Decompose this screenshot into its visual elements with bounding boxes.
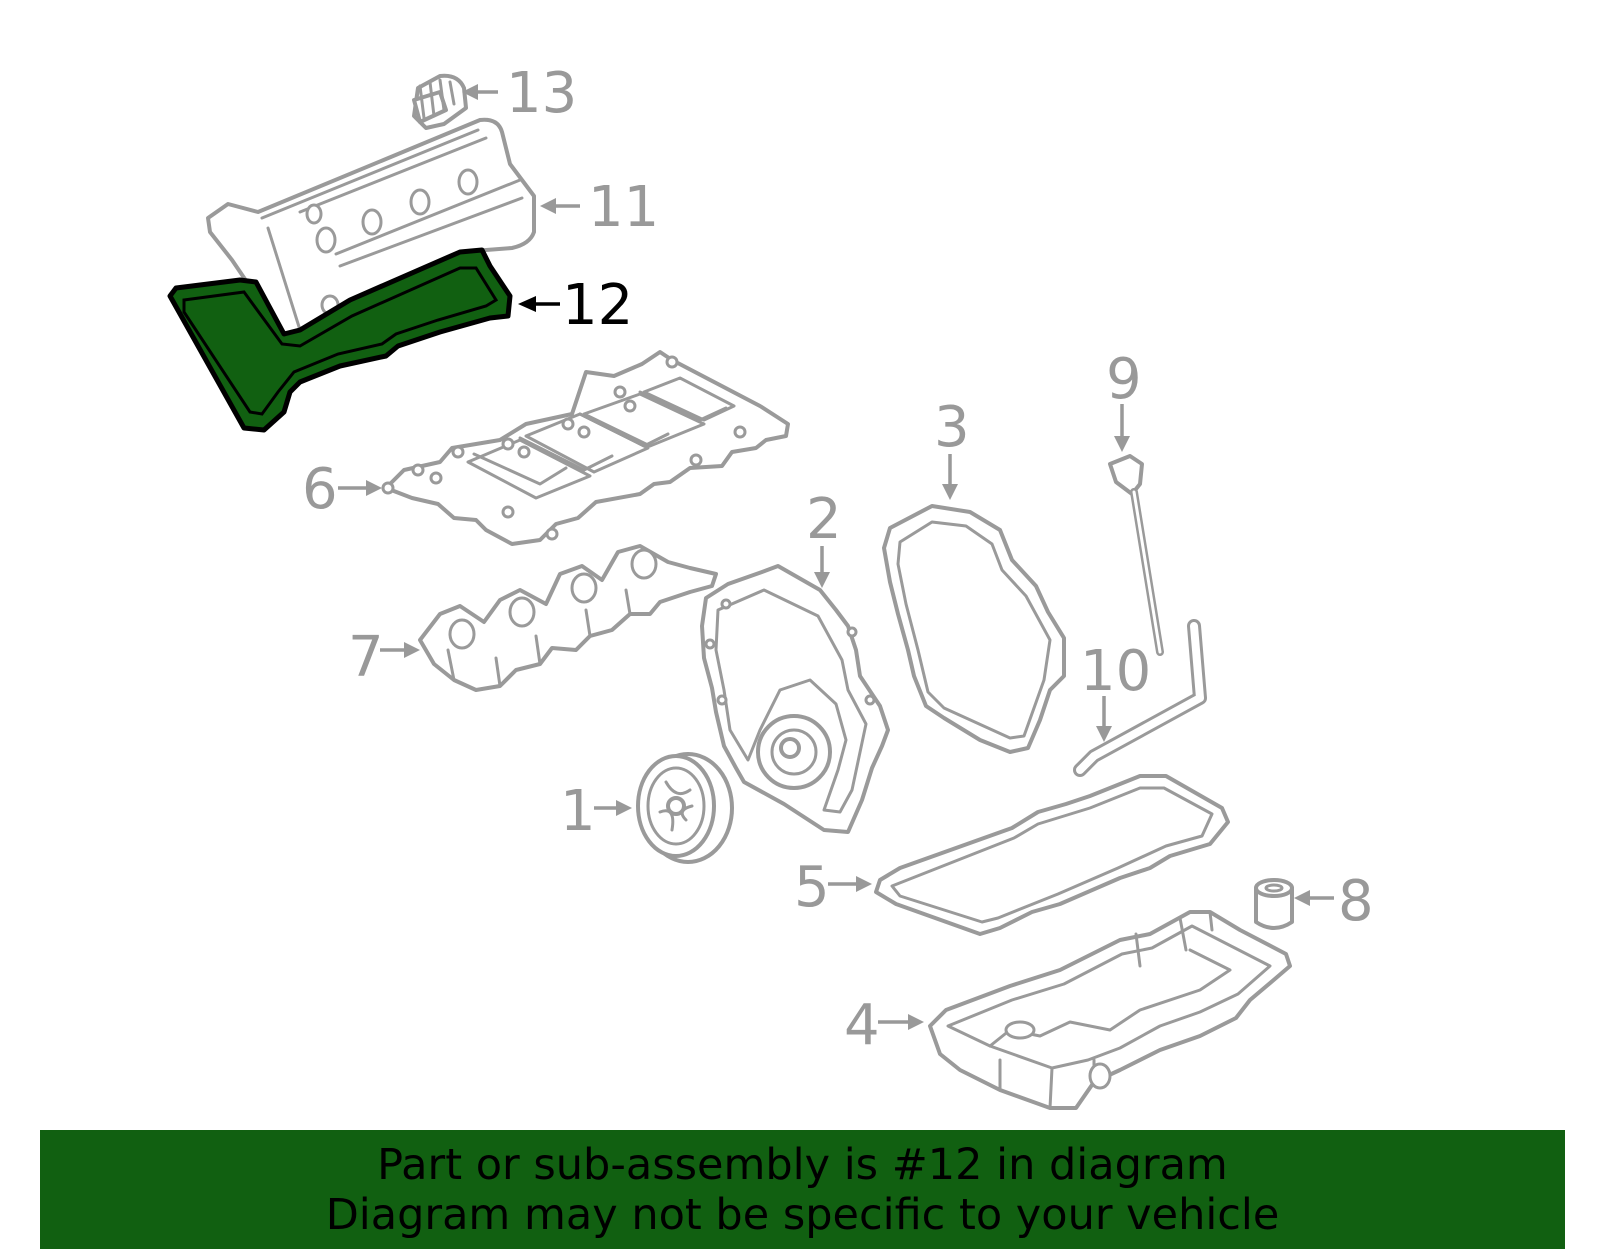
callout-5: 5 [794,855,872,920]
callout-11-label: 11 [588,175,659,240]
part-8-oil-filter[interactable] [1254,878,1294,930]
callout-9-label: 9 [1106,347,1142,412]
callout-7-label: 7 [348,625,384,690]
callout-3-label: 3 [934,395,970,460]
callout-2-label: 2 [806,487,842,552]
part-6-manifold-gasket[interactable] [381,350,790,546]
callout-11: 11 [540,175,659,240]
callout-2: 2 [806,487,842,588]
part-10-dipstick-tube[interactable] [1073,619,1207,777]
callout-12-label: 12 [562,273,633,338]
part-11-valve-cover[interactable] [206,117,536,336]
callout-3: 3 [934,395,970,500]
banner-line-1: Part or sub-assembly is #12 in diagram [377,1139,1228,1190]
callout-7: 7 [348,625,420,690]
callout-10-label: 10 [1080,639,1151,704]
part-1-crankshaft-pulley[interactable] [636,752,734,864]
part-5-oil-pan-gasket[interactable] [874,774,1230,936]
callout-9: 9 [1106,347,1142,452]
part-2-timing-cover[interactable] [700,564,890,834]
callout-8-label: 8 [1338,869,1374,934]
callout-12: 12 [518,273,633,338]
callout-13-label: 13 [506,61,577,126]
callout-1: 1 [560,779,632,844]
callout-4-label: 4 [844,993,880,1058]
part-4-oil-pan[interactable] [928,910,1292,1110]
callout-5-label: 5 [794,855,830,920]
callout-8: 8 [1294,869,1374,934]
part-12-valve-cover-gasket[interactable] [167,247,513,433]
part-info-banner: Part or sub-assembly is #12 in diagram D… [40,1130,1565,1249]
part-3-timing-cover-gasket[interactable] [882,504,1066,754]
callout-6-label: 6 [302,457,338,522]
callout-4: 4 [844,993,924,1058]
part-7-exhaust-gaskets[interactable] [418,544,718,692]
callout-10: 10 [1080,639,1151,742]
callout-1-label: 1 [560,779,596,844]
callout-6: 6 [302,457,382,522]
banner-line-2: Diagram may not be specific to your vehi… [325,1189,1280,1240]
callout-13: 13 [462,61,577,126]
part-9-oil-dipstick[interactable] [1108,454,1164,656]
part-13-oil-filler-cap[interactable] [412,73,468,130]
